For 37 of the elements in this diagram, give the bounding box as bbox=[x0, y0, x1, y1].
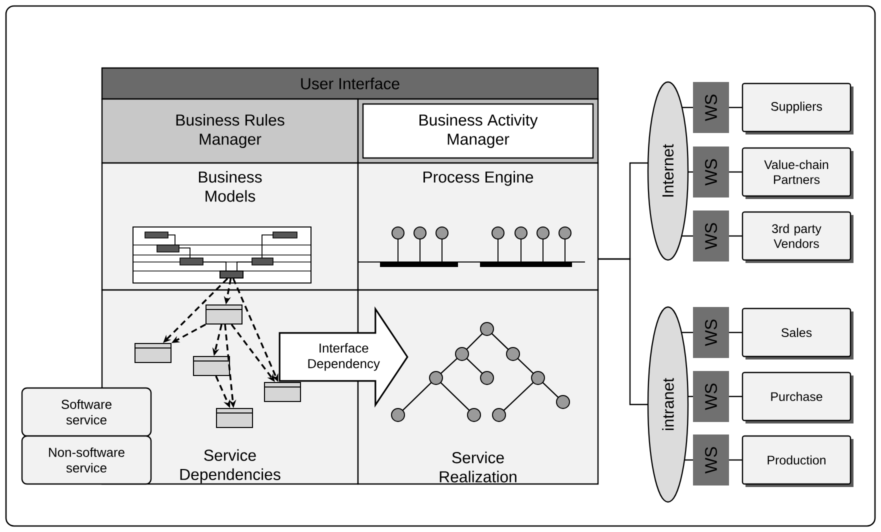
service-box: Non-software service bbox=[21, 435, 152, 485]
connector-line bbox=[729, 106, 742, 108]
manager-panel: Business Activity Manager bbox=[357, 98, 599, 164]
connector-line bbox=[729, 171, 742, 173]
service-box bbox=[134, 342, 172, 363]
web-service-box: WS bbox=[693, 370, 729, 422]
connector-line bbox=[688, 396, 693, 398]
component-cell: Process Engine bbox=[357, 162, 599, 291]
web-service-box: WS bbox=[693, 146, 729, 198]
web-service-box: WS bbox=[693, 306, 729, 358]
connector-line bbox=[684, 459, 693, 461]
manager-panel: Business Rules Manager bbox=[101, 98, 359, 164]
service-box bbox=[205, 304, 243, 324]
service-box: Software service bbox=[21, 387, 152, 437]
web-service-box: WS bbox=[693, 82, 729, 133]
partner-box: Purchase bbox=[742, 372, 854, 424]
web-service-box: WS bbox=[693, 210, 729, 262]
connector-line bbox=[729, 332, 742, 334]
connector-line bbox=[688, 171, 693, 173]
partner-box: Production bbox=[742, 435, 854, 487]
connector-line bbox=[729, 396, 742, 398]
connector-line bbox=[729, 459, 742, 461]
title-bar: User Interface bbox=[101, 67, 599, 100]
connector-line bbox=[682, 332, 693, 334]
service-box bbox=[192, 356, 230, 376]
connector-line bbox=[598, 258, 648, 406]
service-box bbox=[264, 382, 302, 402]
service-box bbox=[216, 408, 254, 428]
connector-line bbox=[729, 235, 742, 237]
model-box bbox=[220, 270, 244, 278]
connector-line bbox=[682, 235, 693, 237]
partner-box: 3rd party Vendors bbox=[742, 211, 854, 263]
partner-box: Sales bbox=[742, 308, 854, 360]
partner-box: Value-chain Partners bbox=[742, 147, 854, 199]
connector-line bbox=[682, 106, 693, 108]
partner-box: Suppliers bbox=[742, 82, 854, 134]
web-service-box: WS bbox=[693, 434, 729, 486]
